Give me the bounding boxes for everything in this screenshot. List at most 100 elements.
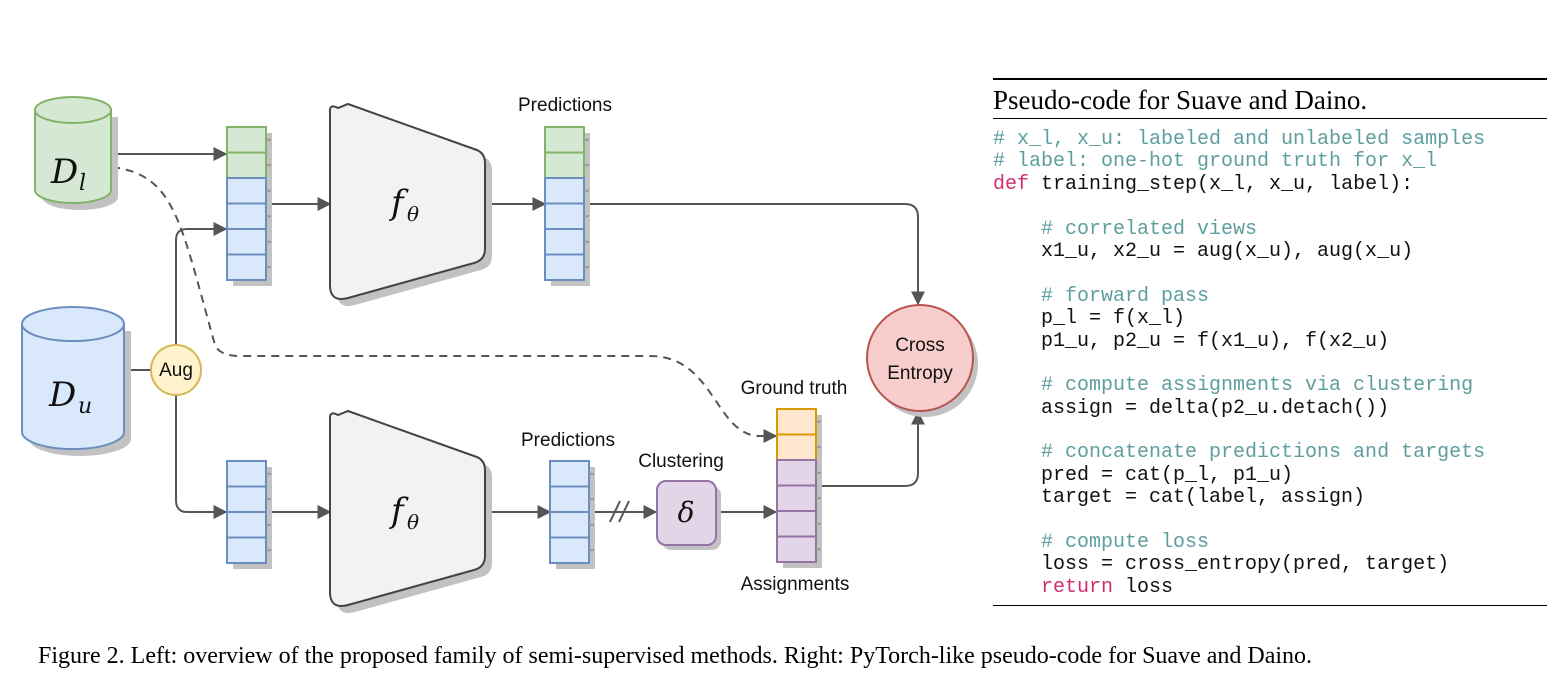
predictions-top-stack-cell <box>544 177 585 205</box>
code-line: p_l = f(x_l) <box>993 307 1547 331</box>
targets-stack-cell <box>776 510 817 538</box>
code-line: def training_step(x_l, x_u, label): <box>993 172 1547 196</box>
code-comment: # x_l, x_u: labeled and unlabeled sample… <box>993 128 1486 151</box>
code-line: # x_l, x_u: labeled and unlabeled sample… <box>993 128 1547 151</box>
code-text: p_l = f(x_l) <box>993 307 1186 331</box>
connectors <box>111 147 925 519</box>
input-batch-top-cell <box>226 126 267 154</box>
code-text: loss = cross_entropy(pred, target) <box>993 553 1450 577</box>
loss-label-line1: Cross <box>895 335 945 356</box>
labeled-db-subscript: l <box>79 171 86 196</box>
code-line: # label: one-hot ground truth for x_l <box>993 151 1547 173</box>
network-bottom-subscript: θ <box>407 510 419 534</box>
targets-stack-cell <box>776 408 817 436</box>
unlabeled-database: D u <box>21 306 131 456</box>
code-line <box>993 510 1547 532</box>
targets-stack-cell <box>776 433 817 461</box>
input-batch-top-cell <box>226 202 267 230</box>
input-batch-top-cell <box>226 177 267 205</box>
cross-entropy-loss: Cross Entropy <box>866 304 978 417</box>
targets-stack <box>776 408 822 568</box>
labeled-db-symbol: D <box>50 152 78 192</box>
code-comment: # forward pass <box>993 284 1210 308</box>
predictions-top-label: Predictions <box>518 95 612 116</box>
code-line: # compute loss <box>993 531 1547 555</box>
edge-assign-to-loss <box>816 410 925 487</box>
predictions-top-stack-cell <box>544 228 585 256</box>
code-line: target = cat(label, assign) <box>993 487 1547 509</box>
code-text: loss <box>1113 575 1174 599</box>
stop-gradient-icon <box>609 500 630 523</box>
predictions-bottom-stack-cell <box>549 485 590 513</box>
input-batch-bottom <box>226 460 272 569</box>
code-line: assign = delta(p2_u.detach()) <box>993 397 1547 420</box>
predictions-bottom-stack-cell <box>549 511 590 539</box>
code-line: # compute assignments via clustering <box>993 375 1547 397</box>
targets-stack-cell <box>776 484 817 512</box>
predictions-top-stack <box>544 126 590 286</box>
unlabeled-db-subscript: u <box>78 394 92 419</box>
predictions-bottom-label: Predictions <box>521 430 615 451</box>
code-line: p1_u, p2_u = f(x1_u), f(x2_u) <box>993 329 1547 353</box>
predictions-bottom-stack-cell <box>549 536 590 564</box>
code-comment: # label: one-hot ground truth for x_l <box>993 150 1438 174</box>
code-line: # correlated views <box>993 217 1547 241</box>
code-comment: # correlated views <box>993 217 1258 241</box>
delta-symbol: δ <box>678 496 695 529</box>
predictions-bottom-stack <box>549 460 595 569</box>
assignments-label: Assignments <box>741 574 850 595</box>
code-line: x1_u, x2_u = aug(x_u), aug(x_u) <box>993 239 1547 263</box>
targets-stack-cell <box>776 459 817 487</box>
augmentation-node: Aug <box>150 344 202 396</box>
aug-label: Aug <box>159 360 193 381</box>
targets-stack-cell <box>776 535 817 563</box>
code-keyword: def <box>993 172 1030 196</box>
method-overview-diagram: D l D u Aug f θ f θ δ Cross Entro <box>21 95 978 613</box>
clustering-label: Clustering <box>638 451 724 472</box>
input-batch-top-cell <box>226 228 267 256</box>
edge-top-pred-to-loss <box>585 203 925 306</box>
ground-truth-label: Ground truth <box>741 378 848 399</box>
code-line: return loss <box>993 575 1547 599</box>
network-top: f θ <box>328 102 492 306</box>
code-line <box>993 196 1547 218</box>
input-batch-bottom-cell <box>226 485 267 513</box>
predictions-top-stack-cell <box>544 253 585 281</box>
pseudo-code-panel: Pseudo-code for Suave and Daino. # x_l, … <box>993 78 1547 607</box>
code-line: loss = cross_entropy(pred, target) <box>993 554 1547 576</box>
code-text: pred = cat(p_l, p1_u) <box>993 463 1294 487</box>
loss-label-line2: Entropy <box>887 363 953 384</box>
network-top-subscript: θ <box>407 202 419 226</box>
code-line: pred = cat(p_l, p1_u) <box>993 463 1547 487</box>
code-line <box>993 263 1547 285</box>
code-text: target = cat(label, assign) <box>993 486 1366 510</box>
code-text: training_step(x_l, x_u, label): <box>1029 172 1414 196</box>
input-batch-top-cell <box>226 253 267 281</box>
code-line <box>993 420 1547 442</box>
code-line: # concatenate predictions and targets <box>993 442 1547 464</box>
edge-labels-dashed <box>111 166 778 443</box>
network-bottom: f θ <box>328 409 492 613</box>
code-comment: # compute loss <box>993 531 1210 555</box>
code-text: x1_u, x2_u = aug(x_u), aug(x_u) <box>993 239 1414 263</box>
pseudo-code-body: # x_l, x_u: labeled and unlabeled sample… <box>993 119 1547 607</box>
predictions-top-stack-cell <box>544 126 585 154</box>
pseudo-code-title: Pseudo-code for Suave and Daino. <box>993 78 1547 119</box>
predictions-bottom-stack-cell <box>549 460 590 488</box>
code-comment: # concatenate predictions and targets <box>993 441 1486 465</box>
code-keyword: return <box>993 575 1114 599</box>
input-batch-top-cell <box>226 151 267 179</box>
predictions-top-stack-cell <box>544 202 585 230</box>
figure-caption: Figure 2. Left: overview of the proposed… <box>38 643 1313 669</box>
predictions-top-stack-cell <box>544 151 585 179</box>
input-batch-bottom-cell <box>226 511 267 539</box>
code-line: # forward pass <box>993 284 1547 308</box>
input-batch-bottom-cell <box>226 460 267 488</box>
unlabeled-db-symbol: D <box>48 375 76 415</box>
input-batch-bottom-cell <box>226 536 267 564</box>
edge-aug-to-top-batch <box>175 222 228 345</box>
input-batch-top <box>226 126 272 286</box>
labeled-database: D l <box>34 96 118 210</box>
clustering-node: δ <box>656 480 721 550</box>
code-text: p1_u, p2_u = f(x1_u), f(x2_u) <box>993 329 1390 353</box>
